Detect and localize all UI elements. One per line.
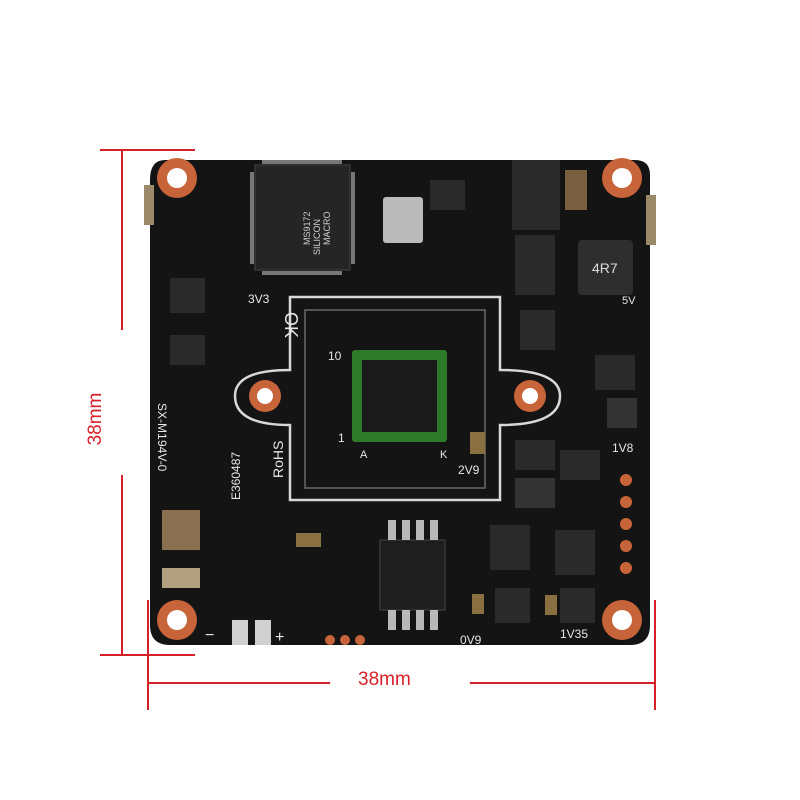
- processor-chip: [254, 164, 351, 271]
- silk-rohs: RoHS: [270, 441, 286, 478]
- silk-1v35: 1V35: [560, 627, 588, 641]
- dimension-lines: [100, 149, 656, 710]
- right-connector: [646, 195, 656, 245]
- silk-plus: +: [275, 629, 284, 646]
- mount-hole-top-right: [602, 158, 642, 198]
- power-connector-plus: [255, 620, 271, 645]
- bottom-pads: [325, 635, 365, 645]
- chip-text-1: MACRO: [322, 212, 332, 246]
- lens-hole-right: [514, 380, 546, 412]
- regulator-top: [512, 160, 560, 230]
- silk-2v9: 2V9: [458, 463, 480, 477]
- silk-k: K: [440, 449, 448, 461]
- sensor-area-outline: [304, 309, 486, 489]
- silk-flame: 94V-0: [155, 440, 169, 472]
- silk-0v9: 0V9: [460, 633, 482, 647]
- height-dimension-label: 38mm: [85, 392, 106, 446]
- width-dimension-label: 38mm: [358, 669, 411, 690]
- silk-1v8: 1V8: [612, 441, 634, 455]
- silk-pin1: 1: [338, 431, 345, 445]
- silkscreen: 3V3 5V 1V8 2V9 0V9 1V35 10 1 A K OK SX-M…: [155, 292, 636, 647]
- mount-hole-bottom-left: [157, 600, 197, 640]
- crystal-oscillator: [383, 197, 423, 243]
- inductor: [578, 240, 633, 295]
- silk-5v: 5V: [622, 295, 636, 307]
- left-connector: [144, 185, 154, 225]
- silk-3v3: 3V3: [248, 292, 270, 306]
- lens-mount-outline: [233, 295, 562, 502]
- chip-markings: MACRO SILICON MS9172: [302, 211, 332, 255]
- silk-cert: E360487: [229, 452, 243, 500]
- lens-hole-left: [249, 380, 281, 412]
- silk-minus: −: [205, 627, 214, 644]
- inductor-marking: 4R7: [592, 260, 618, 276]
- silk-a: A: [360, 449, 368, 461]
- chip-text-3: MS9172: [302, 211, 312, 245]
- flash-chip-pins: [388, 520, 438, 630]
- silk-model: SX-M1: [155, 403, 169, 440]
- power-connector-minus: [232, 620, 248, 645]
- mount-hole-bottom-right: [602, 600, 642, 640]
- image-sensor-die: [362, 360, 437, 432]
- header-pads: [620, 474, 632, 574]
- passive-components: [162, 180, 637, 623]
- flash-chip: [379, 539, 446, 611]
- capacitor-top: [565, 170, 587, 210]
- chip-text-2: SILICON: [312, 219, 322, 255]
- mount-hole-top-left: [157, 158, 197, 198]
- silk-pin10: 10: [328, 349, 342, 363]
- chip-pins: [250, 160, 355, 275]
- silk-ok: OK: [281, 312, 301, 338]
